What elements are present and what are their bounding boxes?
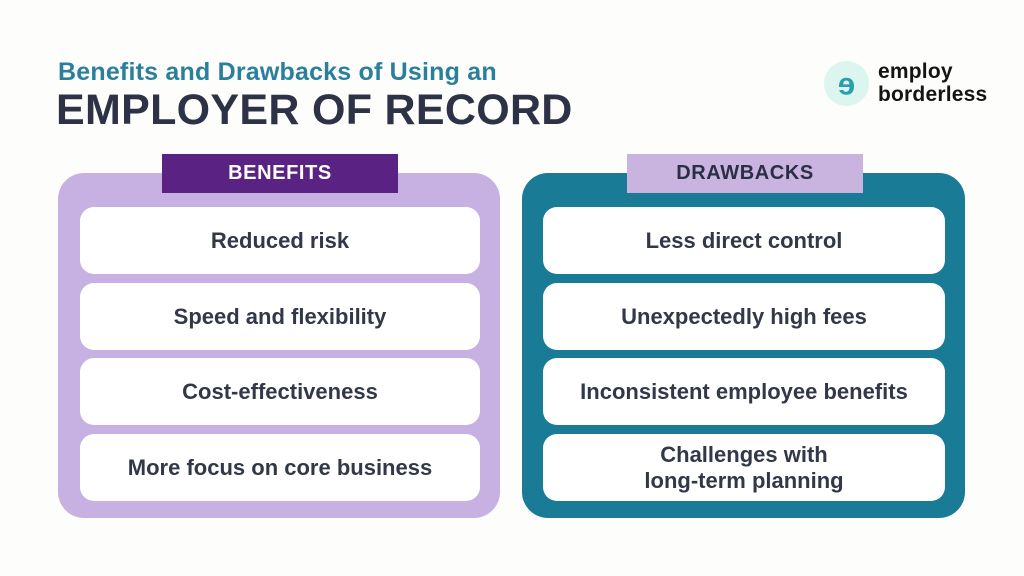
employ-borderless-logo: e employ borderless	[823, 60, 987, 107]
drawback-card: Less direct control	[543, 207, 945, 274]
infographic-title: EMPLOYER OF RECORD	[56, 86, 573, 134]
logo-wordmark: employ borderless	[878, 61, 987, 105]
logo-text-line1: employ	[878, 60, 953, 84]
benefit-card: Speed and flexibility	[80, 283, 480, 350]
drawback-card: Inconsistent employee benefits	[543, 358, 945, 425]
benefit-card: More focus on core business	[80, 434, 480, 501]
logo-text-line2: borderless	[878, 82, 988, 106]
drawback-card: Challenges with long-term planning	[543, 434, 945, 501]
benefit-card: Cost-effectiveness	[80, 358, 480, 425]
drawback-card: Unexpectedly high fees	[543, 283, 945, 350]
infographic-subtitle: Benefits and Drawbacks of Using an	[58, 58, 497, 86]
employ-borderless-logo-icon: e	[823, 60, 870, 107]
benefit-card: Reduced risk	[80, 207, 480, 274]
benefits-header: BENEFITS	[162, 154, 398, 193]
drawbacks-header: DRAWBACKS	[627, 154, 863, 193]
svg-text:e: e	[838, 66, 855, 101]
